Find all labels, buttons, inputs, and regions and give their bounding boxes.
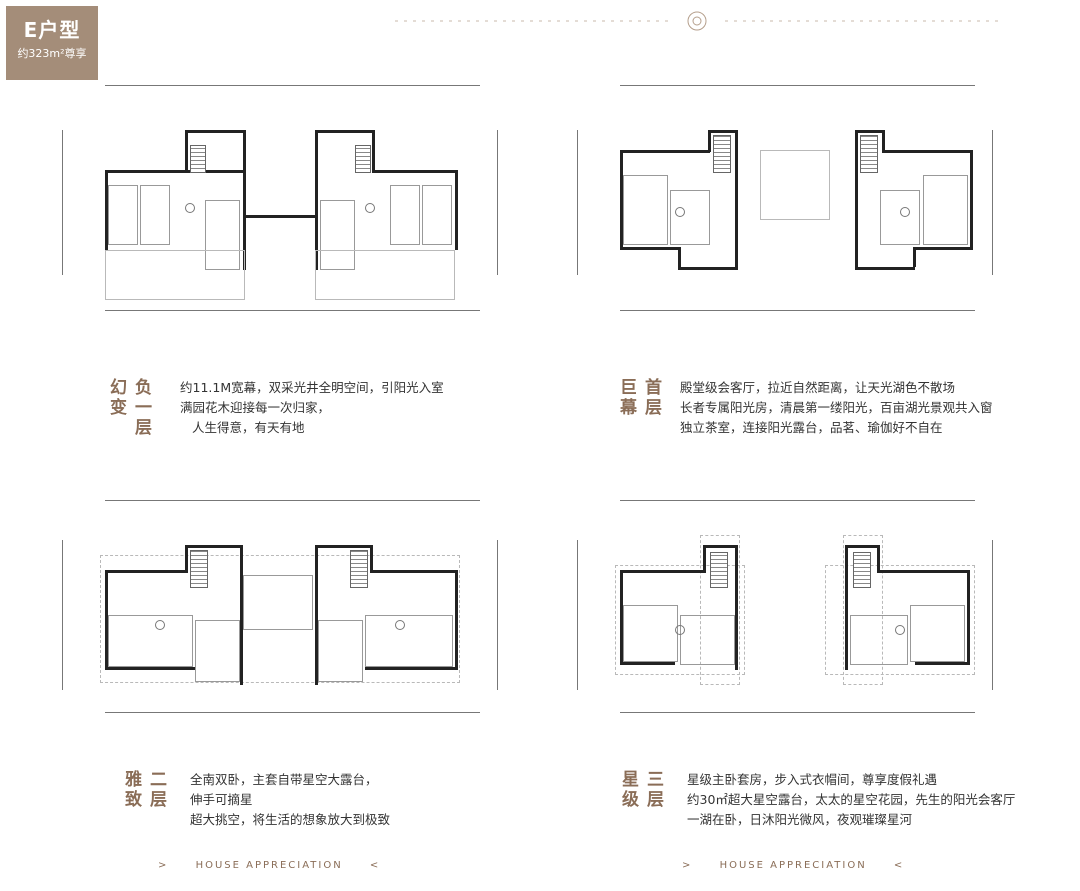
floor-level: 二层 (150, 770, 168, 810)
footer-label: HOUSE APPRECIATION (195, 860, 343, 871)
floor-name: 幻变 (110, 378, 128, 418)
chevron-right-icon: > (158, 860, 169, 871)
desc-line: 一湖在卧，日沐阳光微风，夜观璀璨星河 (687, 812, 913, 827)
chevron-left-icon: < (369, 860, 381, 871)
floor-name: 星级 (622, 770, 640, 810)
footer-label: HOUSE APPRECIATION (719, 860, 867, 871)
desc-line: 伸手可摘星 (190, 792, 253, 807)
floor-level: 首层 (645, 378, 663, 418)
desc-line: 全南双卧，主套自带星空大露台， (190, 772, 378, 787)
footer-right: > HOUSE APPRECIATION < (682, 860, 904, 871)
caption-second: 雅致 二层 全南双卧，主套自带星空大露台， 伸手可摘星 超大挑空，将生活的想象放… (125, 770, 545, 840)
desc-line: 超大挑空，将生活的想象放大到极致 (190, 812, 391, 827)
caption-basement: 幻变 负一层 约11.1M宽幕，双采光井全明空间，引阳光入室 满园花木迎接每一次… (110, 378, 530, 448)
floor-level: 三层 (647, 770, 665, 810)
chevron-left-icon: < (893, 860, 905, 871)
floor-name: 巨幕 (620, 378, 638, 418)
unit-area-label: 约323m²尊享 (17, 47, 87, 60)
desc-line: 约30㎡超大星空露台，太太的星空花园，先生的阳光会客厅 (687, 792, 1016, 807)
desc-line: 星级主卧套房，步入式衣帽间，尊享度假礼遇 (687, 772, 938, 787)
desc-line: 人生得意，有天有地 (192, 420, 305, 435)
floor-name: 雅致 (125, 770, 143, 810)
footer-left: > HOUSE APPRECIATION < (158, 860, 380, 871)
desc-line: 独立茶室，连接阳光露台，品茗、瑜伽好不自在 (680, 420, 943, 435)
unit-type-title: E户型 (23, 18, 81, 42)
floor-plan-basement (60, 75, 500, 335)
floor-plan-third (575, 490, 1015, 740)
desc-line: 满园花木迎接每一次归家， (180, 400, 331, 415)
caption-ground: 巨幕 首层 殿堂级会客厅，拉近自然距离，让天光湖色不散场 长者专属阳光房，清晨第… (620, 378, 1060, 448)
floor-plan-second (60, 490, 500, 740)
chevron-right-icon: > (682, 860, 693, 871)
desc-line: 殿堂级会客厅，拉近自然距离，让天光湖色不散场 (680, 380, 956, 395)
unit-type-badge: E户型 约323m²尊享 (6, 6, 98, 80)
decorative-divider (395, 11, 1000, 31)
desc-line: 长者专属阳光房，清晨第一缕阳光，百亩湖光景观共入窗 (680, 400, 993, 415)
caption-third: 星级 三层 星级主卧套房，步入式衣帽间，尊享度假礼遇 约30㎡超大星空露台，太太… (622, 770, 1062, 840)
desc-line: 约11.1M宽幕，双采光井全明空间，引阳光入室 (180, 380, 444, 395)
floor-plan-ground (575, 75, 1015, 335)
floor-level: 负一层 (135, 378, 153, 438)
